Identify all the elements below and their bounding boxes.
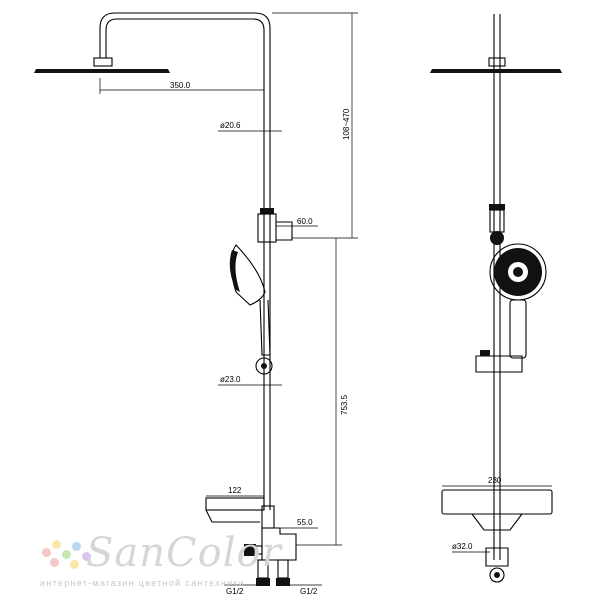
front-head-connector — [488, 57, 506, 67]
front-base-knob — [489, 567, 505, 583]
hand-shower-face — [229, 250, 240, 292]
front-view — [430, 14, 562, 583]
watermark-tagline: интернет-магазин цветной сантехники — [40, 578, 246, 588]
watermark-dot — [42, 548, 51, 557]
overhead-arm-pipe-inner — [105, 18, 265, 210]
front-slide-holder — [475, 355, 523, 373]
front-hand-shower-handle — [509, 299, 527, 359]
front-bracket-body — [489, 209, 505, 233]
dim-lower-dia: ø23.0 — [220, 375, 241, 384]
front-rain-shower-head — [430, 69, 562, 73]
front-view-dimensions: 230 ø32.0 — [442, 476, 552, 553]
watermark-dot — [50, 558, 59, 567]
dim-thread-right: G1/2 — [300, 587, 318, 596]
upper-bracket-arm — [276, 221, 293, 241]
overhead-arm-pipe — [99, 12, 271, 210]
shelf-lip — [205, 509, 260, 523]
shower-head-connector — [93, 57, 113, 67]
dim-height-range: 108~470 — [342, 108, 351, 140]
front-base-knob-center — [494, 572, 500, 578]
upper-bracket-body — [257, 213, 277, 243]
side-view-dimensions: 350.0 ø20.6 108~470 60.0 ø23.0 753.5 122… — [99, 12, 358, 596]
upper-bracket-ring — [260, 208, 274, 214]
watermark-dot — [62, 550, 71, 559]
front-shelf — [441, 489, 553, 515]
dim-shelf-width: 230 — [488, 476, 502, 485]
hand-shower-handle — [259, 299, 271, 356]
rain-shower-head — [34, 69, 170, 73]
front-slide-clip — [480, 350, 490, 356]
front-shelf-support — [471, 513, 523, 531]
dim-thread-left: G1/2 — [226, 587, 244, 596]
mixer-knob — [244, 544, 256, 556]
watermark-dot — [72, 542, 81, 551]
watermark-dot — [82, 552, 91, 561]
inlet-right-nut — [276, 578, 290, 586]
watermark-dot — [70, 560, 79, 569]
dim-riser-dia: ø20.6 — [220, 121, 241, 130]
shelf-top — [205, 497, 265, 511]
dim-valve-offset: 55.0 — [297, 518, 313, 527]
front-hand-shower-hub — [513, 267, 523, 277]
front-bracket-ring — [489, 204, 505, 210]
inlet-left-nut — [256, 578, 270, 586]
dim-base-dia: ø32.0 — [452, 542, 473, 551]
dim-slide-offset: 60.0 — [297, 217, 313, 226]
dim-lower-height: 753.5 — [340, 394, 349, 415]
mixer-knob-stem — [255, 545, 263, 555]
slide-holder-knob — [261, 363, 267, 369]
dim-shelf-depth: 122 — [228, 486, 242, 495]
watermark-dot — [52, 540, 61, 549]
side-view — [34, 12, 297, 586]
front-bracket-knob — [490, 231, 504, 245]
watermark-dots — [42, 538, 92, 569]
watermark-brand: SanColor — [86, 530, 282, 576]
front-base — [485, 547, 509, 567]
dim-overhead-arm: 350.0 — [170, 81, 191, 90]
slide-holder — [255, 357, 273, 375]
